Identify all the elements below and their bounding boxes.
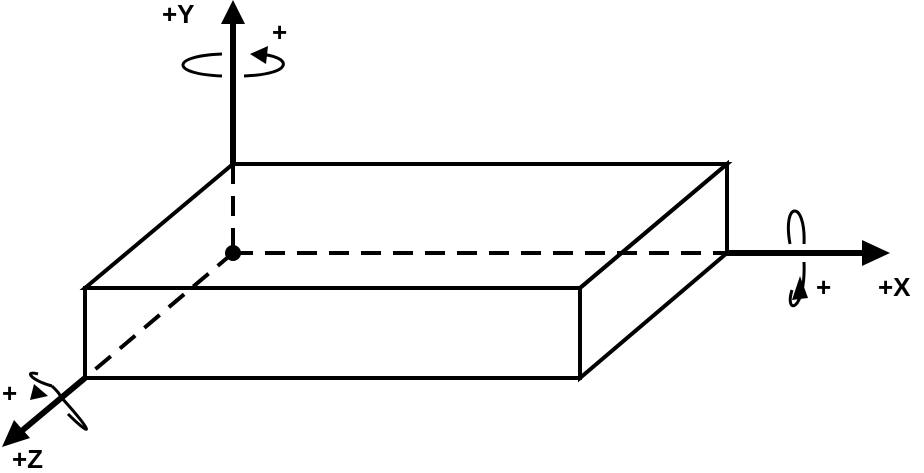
box (79, 159, 733, 383)
z-axis-arrowhead (2, 420, 30, 447)
x-rotation-label: + (816, 272, 831, 302)
z-axis-label: +Z (12, 444, 43, 473)
x-rotation-arrowhead (792, 276, 808, 300)
y-axis-arrowhead (221, 0, 245, 24)
z-rotation-label: + (2, 378, 17, 408)
y-axis-label: +Y (162, 0, 195, 29)
box-top-face (79, 162, 733, 290)
y-rotation-label: + (272, 17, 287, 47)
hidden-z-axis (83, 251, 235, 380)
x-rotation-icon (786, 209, 806, 308)
z-rotation-arrowhead (30, 384, 48, 400)
x-axis-label: +X (878, 272, 911, 302)
hidden-axis-lines (83, 164, 727, 380)
box-front-face (83, 286, 582, 380)
z-axis (2, 371, 88, 447)
x-axis (727, 209, 890, 308)
y-axis (181, 0, 285, 164)
x-axis-arrowhead (862, 240, 890, 266)
y-rotation-icon (181, 52, 285, 78)
origin-dot (225, 245, 241, 261)
z-rotation-icon (28, 371, 88, 431)
box-right-face (578, 159, 729, 383)
y-rotation-arrowhead (250, 46, 268, 64)
